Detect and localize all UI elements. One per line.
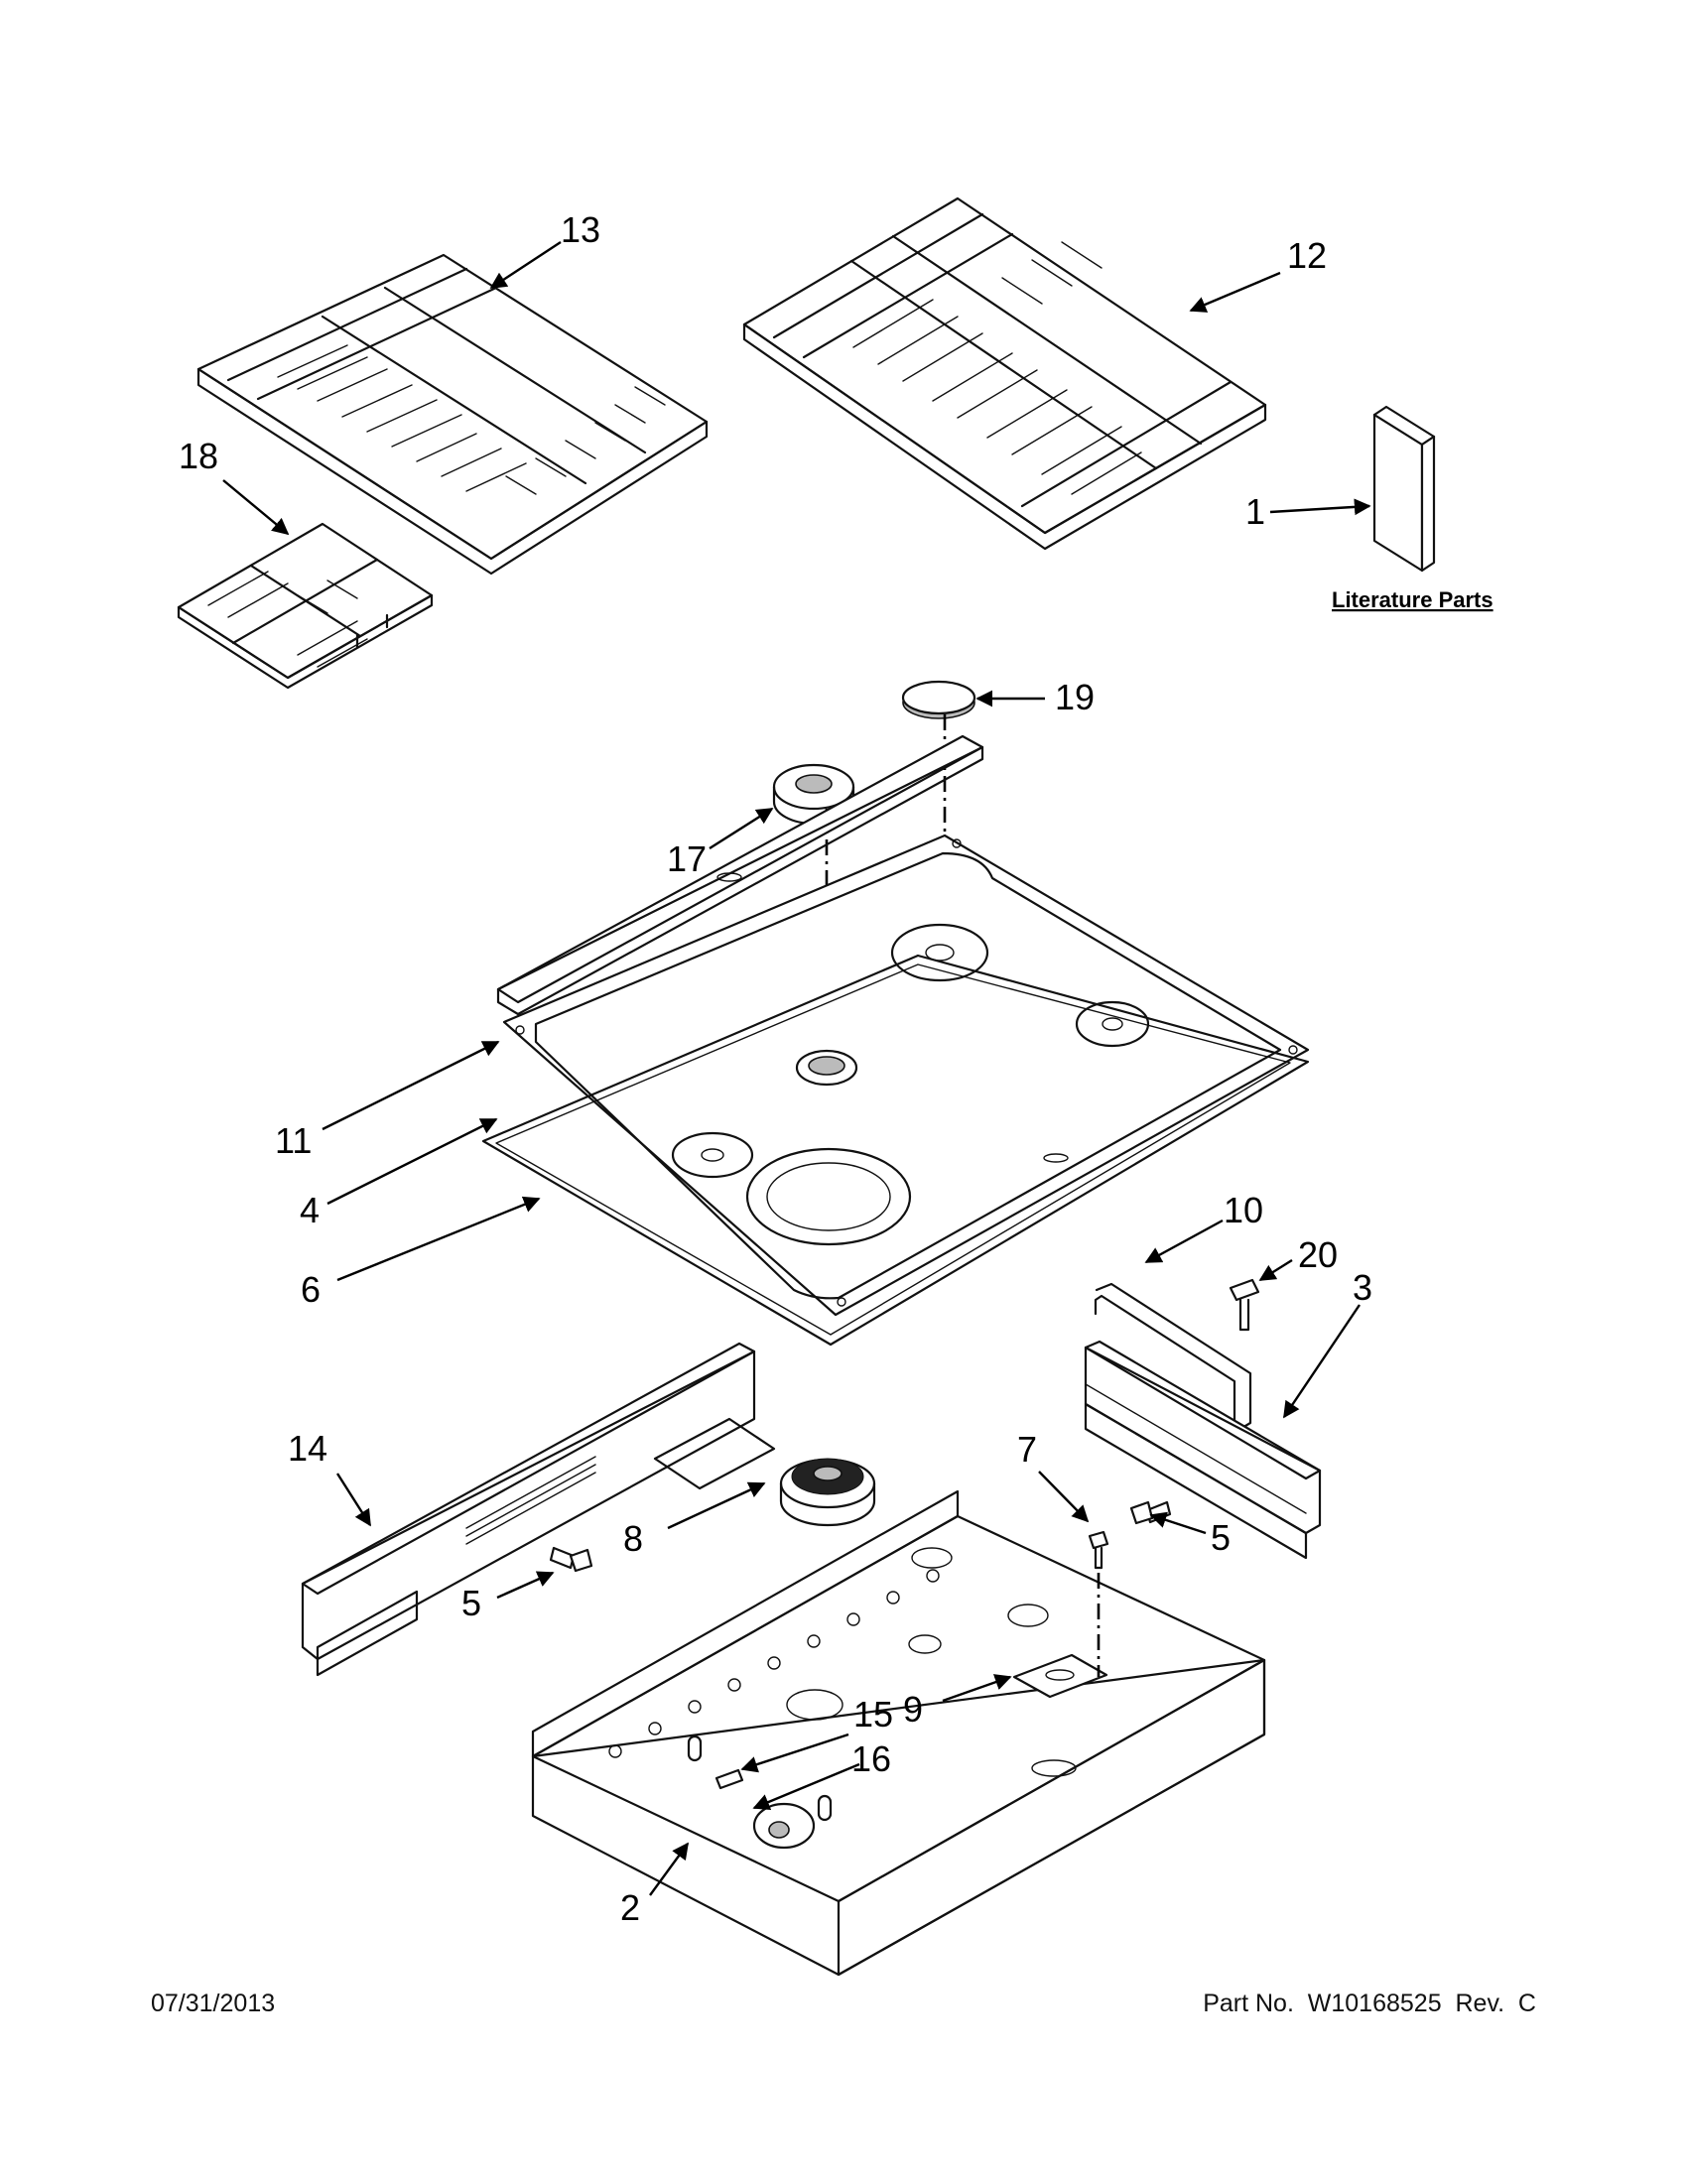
callout-9: 9 [903,1689,923,1730]
part-16-valve-holder [752,1794,833,1850]
part-15-orifice [687,1734,744,1790]
leader-8 [667,1481,766,1530]
part-12-right-grate [742,196,1267,551]
leader-4 [326,1117,498,1206]
leader-11 [322,1040,500,1131]
part-3-right-rail [1084,1340,1322,1560]
leader-12 [1189,271,1281,313]
footer-date: 07/31/2013 [151,1990,276,2017]
callout-11: 11 [275,1120,312,1161]
part-5-screw-left [549,1546,593,1573]
part-19-burner-cap [901,680,976,719]
leader-10 [1144,1219,1224,1264]
callout-20: 20 [1298,1234,1338,1275]
leader-3 [1283,1304,1361,1419]
callout-16: 16 [851,1738,891,1779]
callout-10: 10 [1224,1190,1263,1230]
part-13-left-grate [196,253,709,576]
callout-3: 3 [1353,1267,1372,1308]
part-9-orifice-bracket [1012,1653,1108,1699]
callout-17: 17 [667,838,707,879]
leader-15 [740,1733,849,1773]
leader-14 [335,1473,372,1527]
callout-2: 2 [620,1887,640,1928]
leader-1 [1269,498,1371,516]
part-17-burner-ring [772,763,855,826]
leader-5-left [496,1571,555,1600]
literature-parts-label: Literature Parts [1332,587,1493,612]
part-1-literature-booklet [1372,405,1436,573]
callout-1: 1 [1245,491,1265,532]
callout-15: 15 [853,1694,893,1734]
callout-5-left: 5 [461,1583,481,1623]
callout-12: 12 [1287,235,1327,276]
part-14-left-rail [301,1342,776,1677]
leader-16 [752,1762,860,1810]
leader-18 [222,479,290,536]
leader-2 [649,1842,689,1896]
callout-18: 18 [179,436,218,476]
leader-6 [336,1196,541,1282]
leader-9 [942,1674,1012,1703]
callout-numbers: 13 12 1 18 19 17 11 4 6 10 20 3 14 7 5 5… [179,209,1372,1928]
part-18-small-grate [177,522,434,690]
leader-7 [1038,1471,1090,1523]
part-7-screw [1088,1530,1109,1677]
part-11-rear-trim [496,734,984,1016]
callout-7: 7 [1017,1429,1037,1470]
part-6-gasket [481,954,1310,1347]
callout-19: 19 [1055,677,1095,717]
part-2-burner-box [531,1489,1266,1977]
leader-5-right [1149,1511,1207,1535]
callout-13: 13 [561,209,600,250]
leader-lines [222,240,1371,1896]
leader-13 [489,240,562,290]
callout-6: 6 [301,1269,321,1310]
callout-4: 4 [300,1190,320,1230]
callout-5-right: 5 [1211,1517,1231,1558]
callout-14: 14 [288,1428,327,1469]
leader-20 [1258,1258,1293,1282]
part-20-screw [1229,1278,1260,1332]
callout-8: 8 [623,1518,643,1559]
part-4-cooktop-panel [502,834,1310,1317]
leader-17 [709,807,774,850]
part-8-burner [779,1458,876,1527]
footer-part-number: Part No. W10168525 Rev. C [1203,1990,1536,2017]
